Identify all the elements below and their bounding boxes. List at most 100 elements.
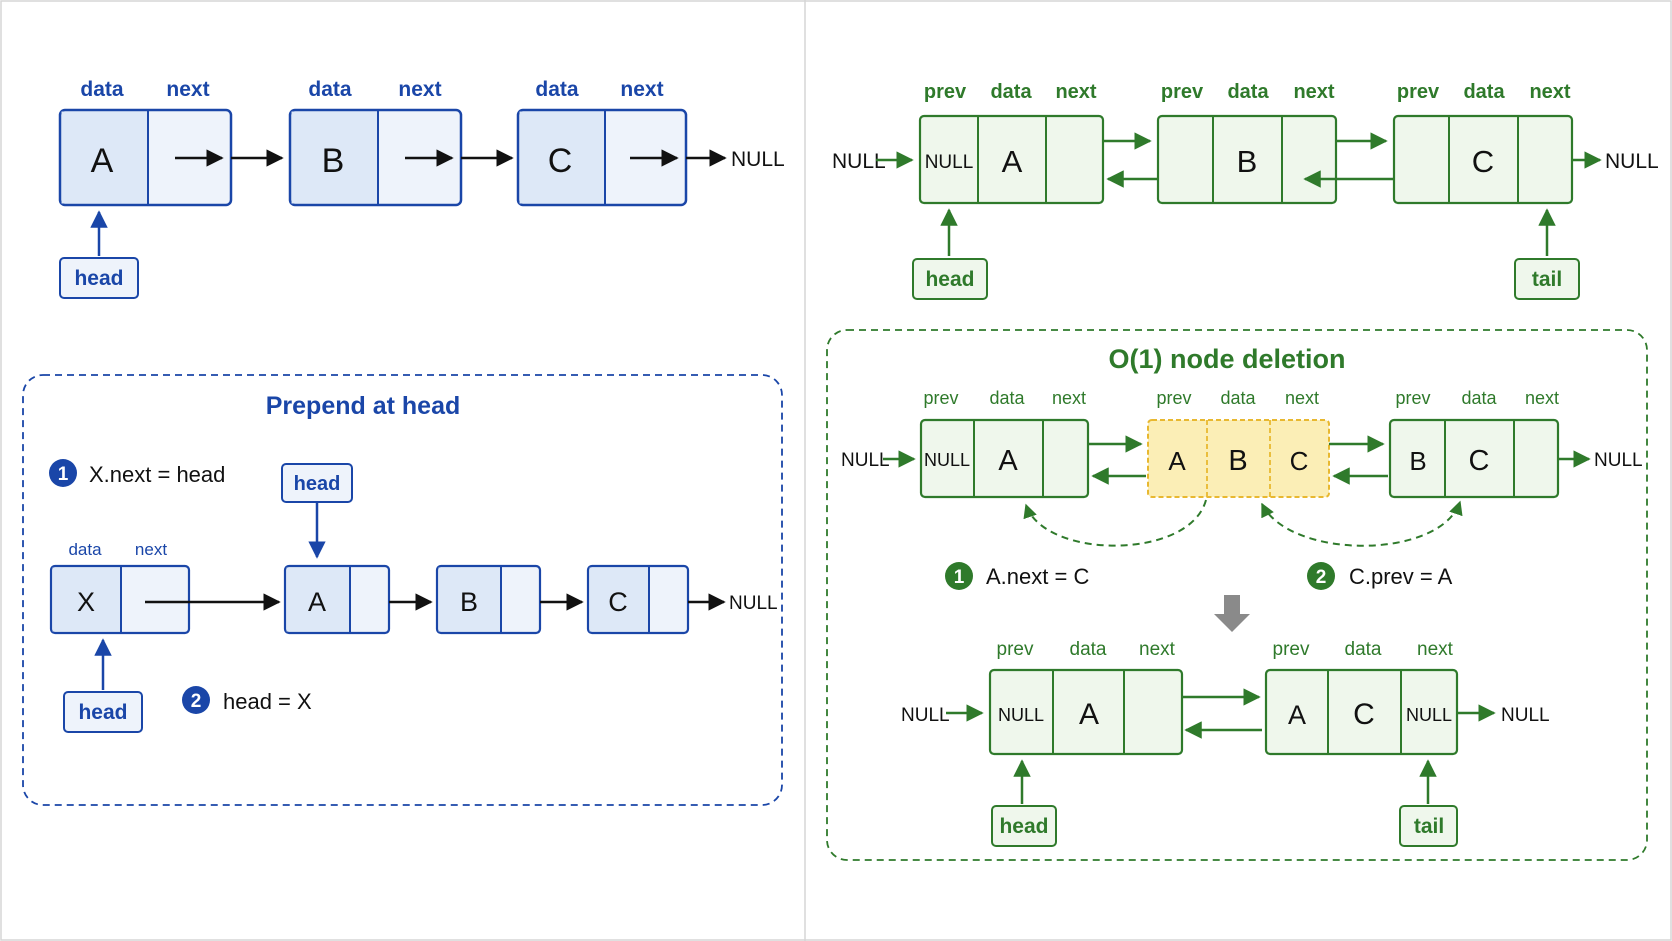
singly-node-c: C data next <box>516 78 688 207</box>
bypass-arrow-a-next <box>1023 499 1207 547</box>
prepend-node-c-value: C <box>608 587 628 617</box>
next-field-label: next <box>620 78 663 101</box>
data-field-label: data <box>68 540 102 559</box>
prepend-panel: Prepend at head 1 X.next = head head dat… <box>22 374 783 806</box>
tail-label: tail <box>1414 815 1444 838</box>
singly-node-a-value: A <box>91 142 114 180</box>
tail-label: tail <box>1532 268 1562 291</box>
singly-node-a: A data next <box>58 78 233 207</box>
head-label: head <box>999 815 1048 838</box>
prepend-node-x-value: X <box>77 587 95 617</box>
before-node-c-value: C <box>1469 445 1490 477</box>
next-field-label: next <box>1529 81 1570 103</box>
head-label-box <box>59 257 139 299</box>
prev-field-label: prev <box>1397 81 1440 103</box>
data-field-label: data <box>1220 388 1256 408</box>
tail-label-box <box>1399 805 1458 847</box>
after-node-a-prev: NULL <box>998 705 1044 725</box>
before-node-c: B C prev data next <box>1388 388 1560 499</box>
next-field-label: next <box>1293 81 1334 103</box>
doubly-node-a: NULL A prev data next <box>918 81 1105 205</box>
prev-null-value: NULL <box>925 152 974 173</box>
before-null-end: NULL <box>1594 450 1643 471</box>
step-2-number: 2 <box>191 691 202 712</box>
step-1-number: 1 <box>954 567 965 588</box>
singly-linked-list: A data next B data next C data next <box>58 78 785 299</box>
after-node-c: A C NULL prev data next <box>1264 639 1459 756</box>
deletion-panel: O(1) node deletion NULL NULL A prev data… <box>826 329 1648 861</box>
next-field-label: next <box>1052 388 1086 408</box>
before-node-b-deleted: A B C prev data next <box>1147 388 1330 498</box>
after-node-c-value: C <box>1353 698 1375 731</box>
head-label-box-bottom <box>63 691 143 733</box>
next-field-label: next <box>398 78 441 101</box>
after-node-a: NULL A prev data next <box>988 639 1184 756</box>
step-2-text: C.prev = A <box>1349 564 1453 589</box>
bypass-arrow-c-prev <box>1261 500 1463 547</box>
doubly-linked-list: NULL NULL A prev data next B prev data n… <box>832 81 1659 300</box>
head-label-box <box>912 258 988 300</box>
singly-node-b: B data next <box>288 78 463 207</box>
deletion-panel-border <box>826 329 1648 861</box>
null-start: NULL <box>832 150 886 173</box>
prepend-title: Prepend at head <box>266 392 461 420</box>
tail-label-box <box>1514 258 1580 300</box>
step-1-text: X.next = head <box>89 462 225 487</box>
step-1-text: A.next = C <box>986 564 1089 589</box>
data-field-label: data <box>1070 639 1107 660</box>
deleted-node-value: B <box>1228 445 1247 477</box>
data-field-label: data <box>990 81 1032 103</box>
prev-field-label: prev <box>1156 388 1191 408</box>
deleted-node-prev: A <box>1168 446 1186 476</box>
step-1-badge <box>945 562 973 590</box>
next-field-label: next <box>1139 639 1176 660</box>
next-field-label: next <box>1525 388 1559 408</box>
step-1-badge <box>49 459 77 487</box>
after-null-start: NULL <box>901 705 950 726</box>
data-field-label: data <box>308 78 352 101</box>
after-node-c-next: NULL <box>1406 705 1452 725</box>
after-node-a-value: A <box>1079 698 1099 731</box>
prev-field-label: prev <box>923 388 958 408</box>
down-arrow-icon <box>1214 595 1250 632</box>
data-field-label: data <box>1227 81 1269 103</box>
null-terminator: NULL <box>729 593 778 614</box>
data-field-label: data <box>1345 639 1382 660</box>
data-field-label: data <box>1461 388 1497 408</box>
prev-field-label: prev <box>1161 81 1204 103</box>
step-2-badge <box>182 686 210 714</box>
prepend-node-a-value: A <box>308 587 326 617</box>
prepend-node-b: B <box>435 564 542 635</box>
doubly-node-c: C prev data next <box>1392 81 1574 205</box>
prev-field-label: prev <box>1395 388 1430 408</box>
before-null-start: NULL <box>841 450 890 471</box>
prepend-node-a: A <box>283 564 391 635</box>
data-field-label: data <box>989 388 1025 408</box>
data-field-label: data <box>1463 81 1505 103</box>
doubly-node-b-value: B <box>1237 144 1258 179</box>
prev-field-label: prev <box>1273 639 1310 660</box>
prepend-node-b-value: B <box>460 587 478 617</box>
step-1-number: 1 <box>58 464 69 485</box>
after-node-c-prev: A <box>1288 700 1306 730</box>
prepend-node-x: data next X <box>49 540 191 635</box>
head-label-box <box>991 805 1057 847</box>
before-node-a: NULL A prev data next <box>919 388 1090 499</box>
next-field-label: next <box>135 540 167 559</box>
doubly-node-a-value: A <box>1002 144 1023 179</box>
null-terminator: NULL <box>731 148 785 171</box>
after-null-end: NULL <box>1501 705 1550 726</box>
next-field-label: next <box>166 78 209 101</box>
before-node-a-value: A <box>998 445 1018 477</box>
before-node-a-prev: NULL <box>924 450 970 470</box>
singly-node-b-value: B <box>322 142 345 180</box>
before-node-c-prev: B <box>1409 446 1426 476</box>
next-field-label: next <box>1055 81 1096 103</box>
head-label: head <box>925 268 974 291</box>
next-field-label: next <box>1417 639 1454 660</box>
null-end: NULL <box>1605 150 1659 173</box>
prev-field-label: prev <box>924 81 967 103</box>
